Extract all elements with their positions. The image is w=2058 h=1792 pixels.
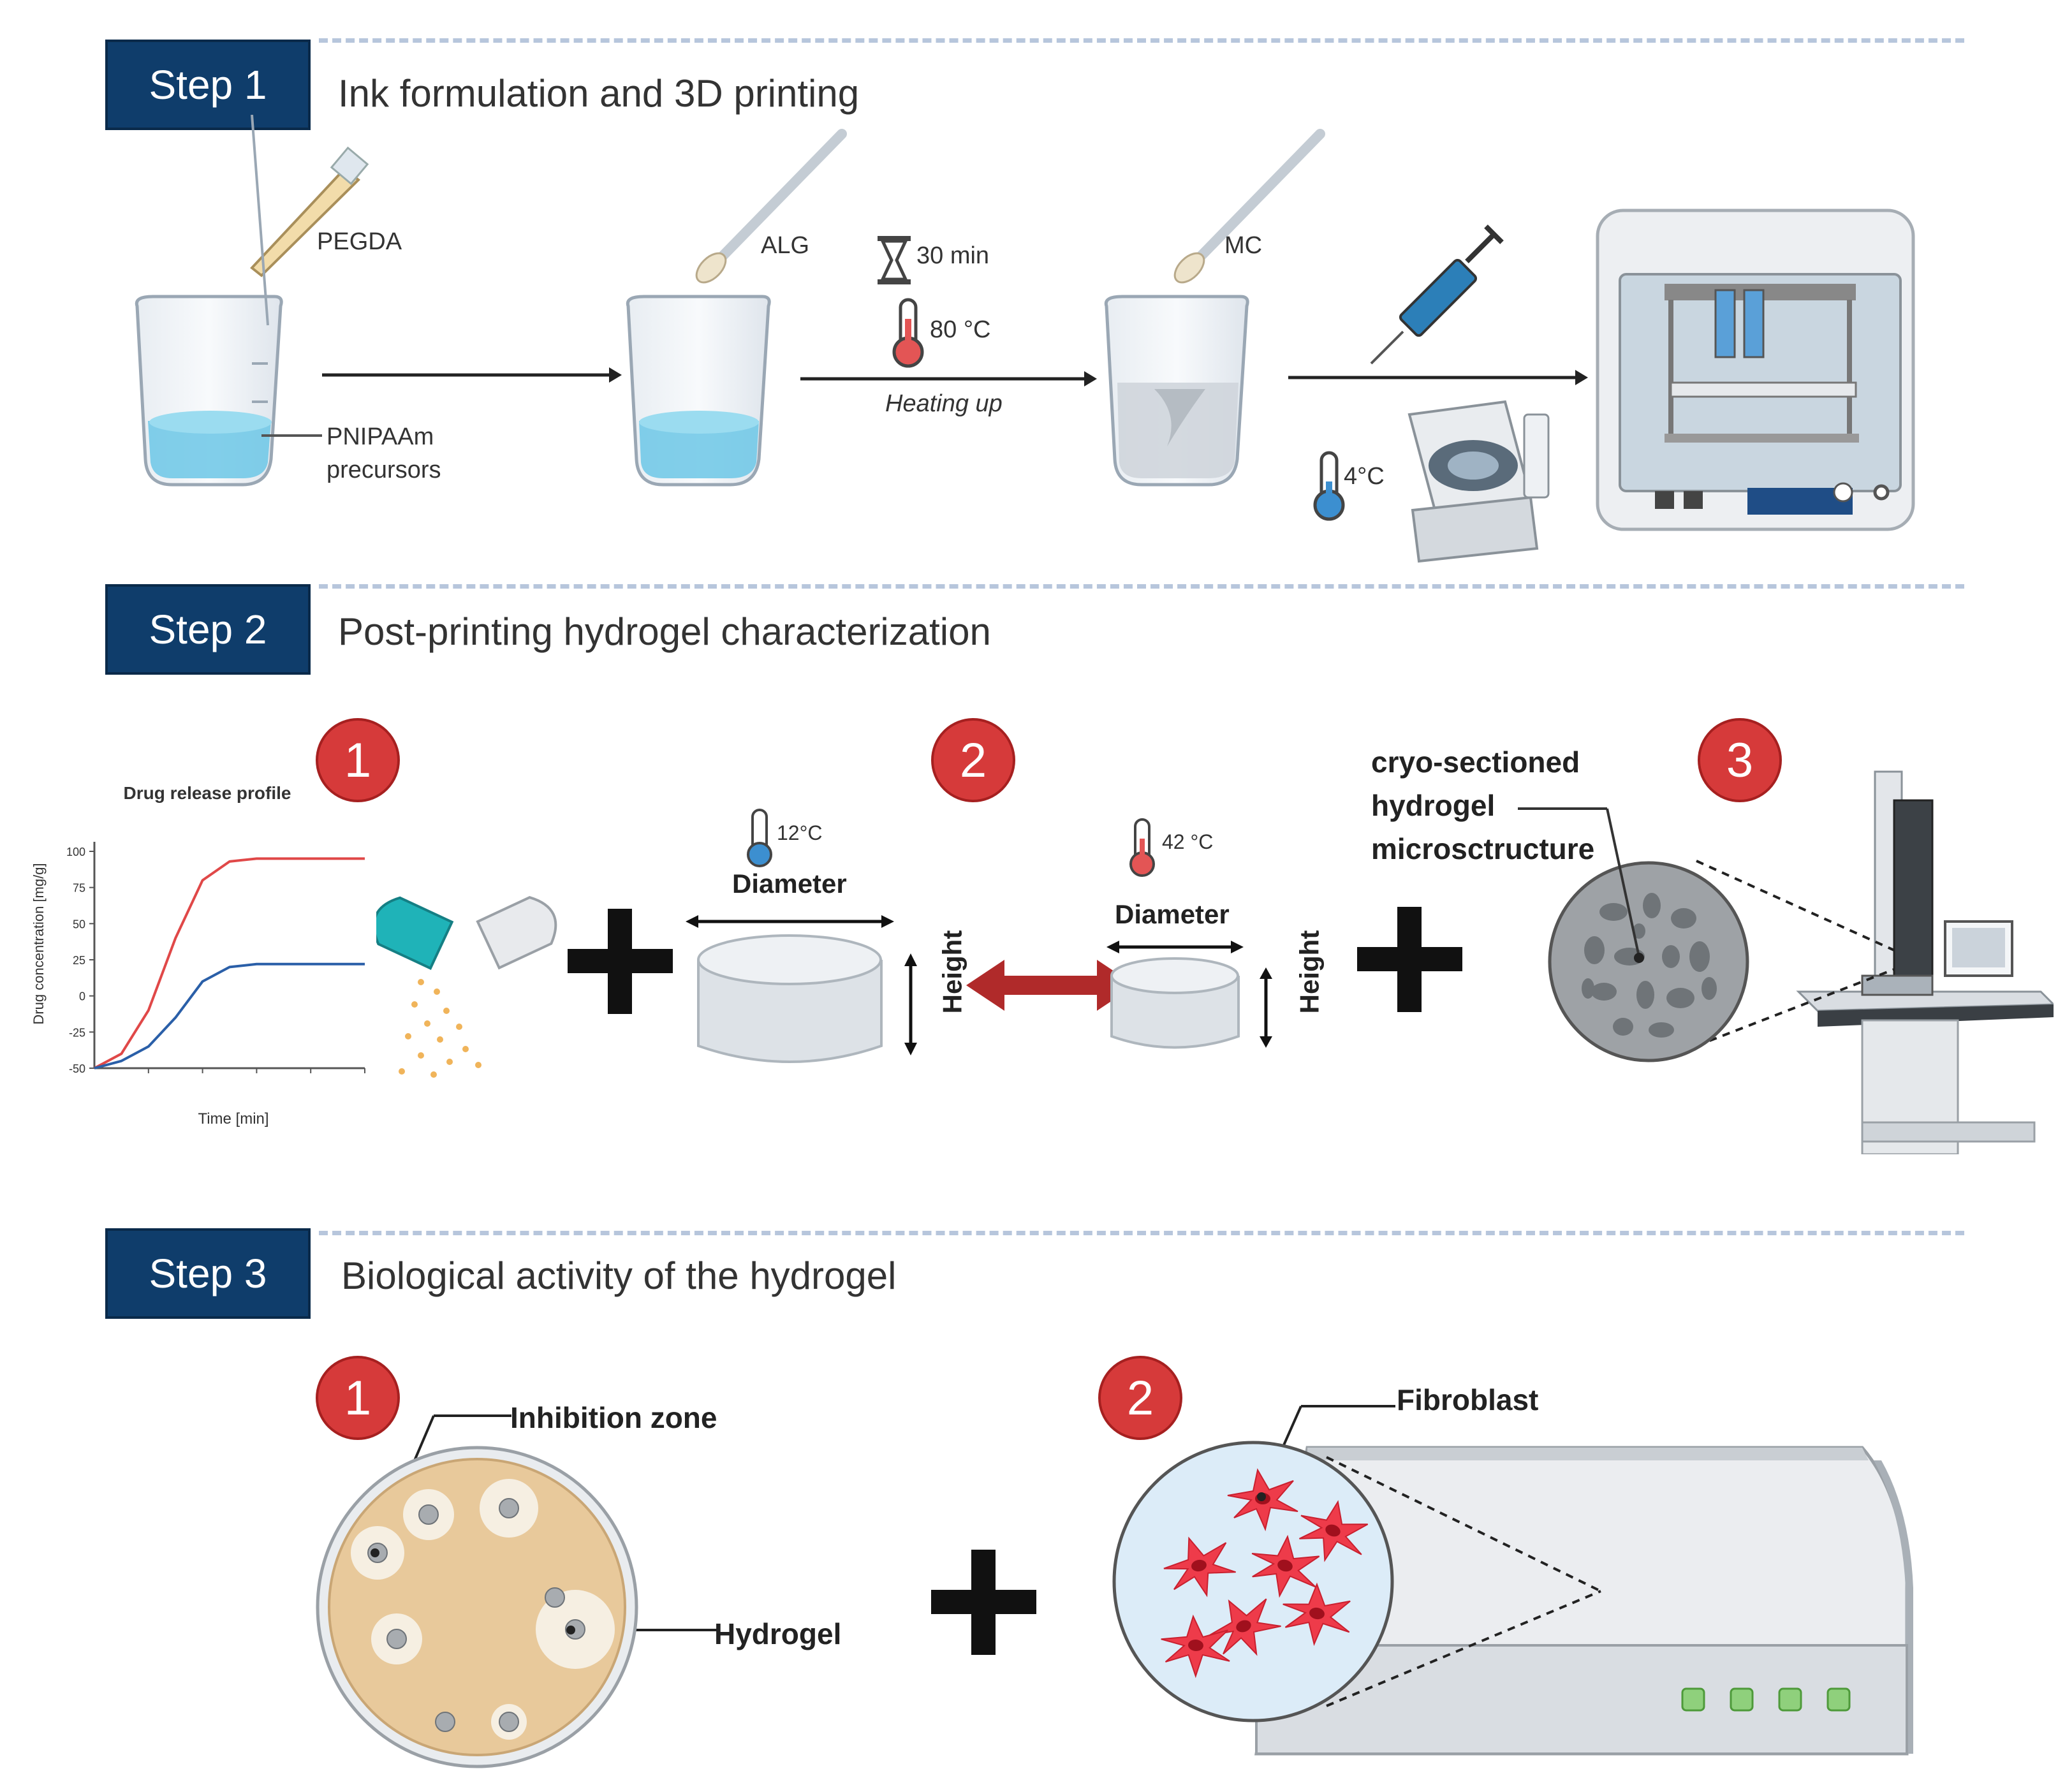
electron-microscope-icon — [1796, 770, 2054, 1154]
diameter-label-small: Diameter — [1115, 899, 1230, 929]
chart-ytick-label: -50 — [69, 1062, 85, 1075]
step3-number-1: 1 — [316, 1356, 400, 1440]
step3-number-2: 2 — [1098, 1356, 1182, 1440]
thermometer-hot-icon — [1129, 818, 1155, 877]
chart-ytick-label: 75 — [73, 882, 85, 895]
thermometer-hot-icon — [892, 298, 924, 368]
beaker-mc-icon — [1104, 295, 1249, 487]
height-label-small: Height — [1294, 930, 1325, 1014]
beaker-pnipaam-icon — [135, 115, 283, 487]
pegda-label: PEGDA — [317, 228, 402, 255]
cryo-label-line3: microsctructure — [1371, 832, 1595, 865]
precursors-label: precursors — [327, 457, 441, 483]
fibroblast-circle — [1112, 1441, 1394, 1722]
cryo-label-line2: hydrogel — [1371, 789, 1496, 822]
chart-title: Drug release profile — [124, 783, 291, 803]
hydrogel-cylinder-small — [1110, 957, 1240, 1049]
chart-ytick-label: 25 — [73, 954, 85, 967]
step1-divider — [319, 38, 1964, 43]
centrifuge-icon — [1408, 400, 1550, 563]
hourglass-icon — [878, 236, 911, 284]
arrow-icon — [1288, 370, 1588, 385]
chart-ytick-label: 0 — [79, 990, 85, 1003]
hydrogel-swelling-diagram — [686, 809, 1272, 1063]
step3-divider — [319, 1231, 1964, 1235]
syringe-icon — [1370, 224, 1504, 365]
step1-title: Ink formulation and 3D printing — [338, 72, 860, 115]
time-label: 30 min — [916, 242, 990, 269]
diameter-label-large: Diameter — [732, 869, 847, 899]
cryo-label-line1: cryo-sectioned — [1371, 745, 1580, 779]
step1-illustration — [135, 115, 1915, 563]
arrow-icon — [322, 367, 622, 383]
arrow-icon — [800, 371, 1097, 386]
step2-badge: Step 2 — [105, 584, 311, 675]
inhibition-zone-label: Inhibition zone — [510, 1401, 717, 1434]
heating-label: Heating up — [885, 390, 1003, 417]
step2-number-1: 1 — [316, 718, 400, 802]
temperature-low-label: 12°C — [777, 821, 823, 844]
chart-xlabel: Time [min] — [198, 1110, 268, 1127]
chart-series-line — [94, 962, 365, 1069]
fibroblast-cell — [1299, 1500, 1369, 1562]
plate-reader-diagram — [1112, 1405, 1913, 1756]
temperature-high-label: 42 °C — [1162, 830, 1214, 853]
temperature-label: 80 °C — [930, 316, 991, 343]
step2-divider — [319, 584, 1964, 589]
pnipaam-label: PNIPAAm — [327, 423, 434, 450]
chart-ytick-label: 50 — [73, 918, 85, 930]
drug-release-chart: Drug release profile Drug concentration … — [31, 783, 365, 1127]
fibroblast-label: Fibroblast — [1397, 1383, 1539, 1416]
chart-ylabel: Drug concentration [mg/g] — [31, 863, 47, 1024]
chart-ytick-label: -25 — [69, 1026, 85, 1039]
plus-icon — [931, 1550, 1036, 1655]
thermometer-cold-icon — [1313, 451, 1345, 521]
fibroblast-cell — [1163, 1536, 1236, 1597]
capsule-icon — [376, 896, 557, 1078]
3d-printer-icon — [1596, 209, 1915, 531]
petri-dish-diagram — [316, 1414, 717, 1768]
fibroblast-cell — [1209, 1598, 1281, 1656]
plus-icon — [568, 909, 673, 1014]
double-arrow-icon — [966, 960, 1135, 1011]
fibroblast-cell — [1161, 1614, 1230, 1678]
hydrogel-cylinder-large — [697, 934, 883, 1063]
step2-number-3: 3 — [1698, 718, 1782, 802]
chart-ytick-label: 100 — [66, 846, 85, 858]
cold-temperature-label: 4°C — [1344, 463, 1385, 490]
step2-title: Post-printing hydrogel characterization — [338, 610, 991, 653]
beaker-alg-icon — [626, 295, 771, 487]
sem-microscope-diagram — [1518, 770, 2054, 1154]
spatula-icon — [1173, 129, 1325, 284]
step2-number-2: 2 — [931, 718, 1015, 802]
mc-label: MC — [1224, 232, 1263, 259]
hydrogel-label: Hydrogel — [714, 1617, 842, 1650]
microstructure-circle — [1548, 861, 1749, 1062]
alg-label: ALG — [761, 232, 810, 259]
step3-badge: Step 3 — [105, 1228, 311, 1319]
thermometer-cold-icon — [747, 809, 772, 867]
fibroblast-cell — [1283, 1582, 1351, 1647]
height-label-large: Height — [937, 930, 967, 1014]
step3-title: Biological activity of the hydrogel — [341, 1254, 897, 1297]
step1-badge: Step 1 — [105, 40, 311, 130]
plus-icon — [1357, 907, 1462, 1012]
chart-series-line — [94, 857, 365, 1069]
spatula-icon — [695, 129, 847, 284]
pipette-icon — [250, 146, 369, 277]
